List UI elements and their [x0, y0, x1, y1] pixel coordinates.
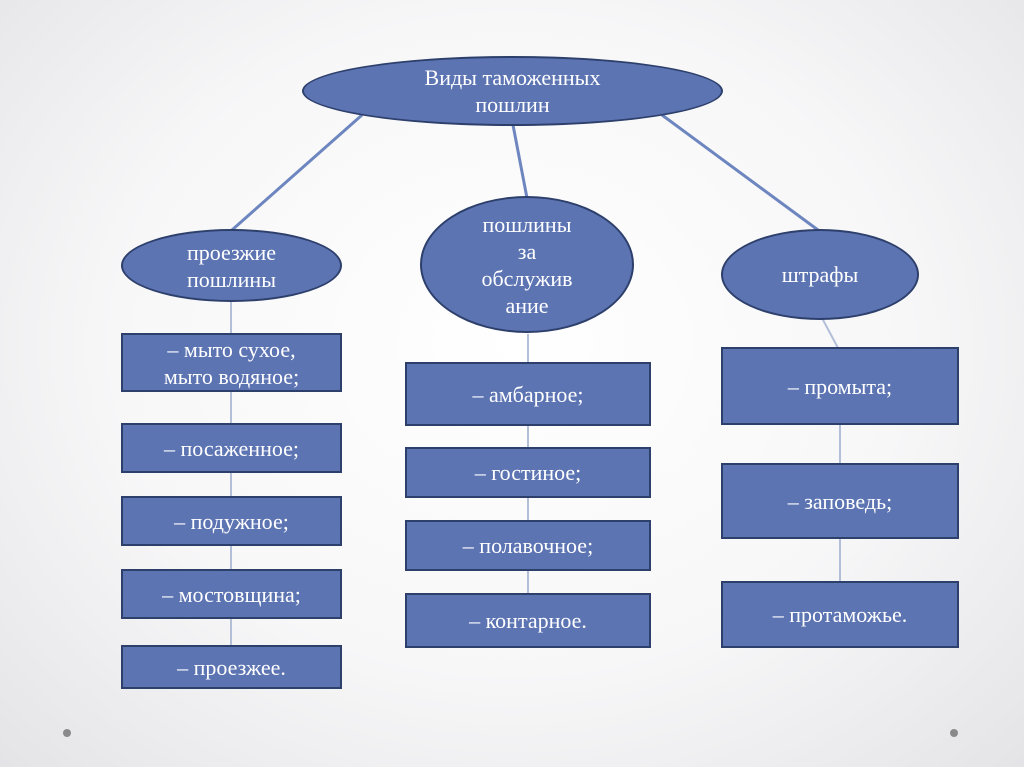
link-root-cat3	[661, 113, 819, 232]
item-text: – промыта;	[787, 373, 893, 399]
category-2-line: пошлины	[482, 211, 572, 237]
category-3-line: штрафы	[781, 262, 859, 287]
item-box: – промыта;	[721, 347, 959, 425]
item-text: – амбарное;	[472, 381, 584, 407]
category-2-line: ание	[505, 292, 549, 318]
item-box: – протаможье.	[721, 581, 959, 648]
item-text: мыто водяное;	[163, 363, 300, 389]
item-text: – гостиное;	[474, 460, 582, 485]
item-text: – заповедь;	[787, 488, 893, 514]
item-box: – заповедь;	[721, 463, 959, 539]
corner-dot-left	[63, 729, 71, 737]
link-root-cat2	[511, 124, 529, 199]
item-text: – посаженное;	[164, 435, 299, 461]
item-text: – контарное.	[469, 608, 587, 633]
item-box: – подужное;	[121, 496, 342, 546]
item-box: – полавочное;	[405, 520, 651, 571]
root-node: Виды таможенных пошлин	[302, 56, 723, 126]
category-2-line: обслужив	[481, 265, 573, 291]
item-box: – мостовщина;	[121, 569, 342, 619]
corner-dot-right	[950, 729, 958, 737]
item-box: – посаженное;	[121, 423, 342, 473]
root-title-line2: пошлин	[475, 92, 550, 117]
item-text: – проезжее.	[177, 654, 286, 680]
item-text: – подужное;	[174, 508, 289, 534]
link-cat3-top	[821, 317, 839, 349]
item-box: – мыто сухое, мыто водяное;	[121, 333, 342, 392]
link-root-cat1	[231, 113, 363, 232]
category-2-line: за	[517, 238, 537, 264]
item-text: – полавочное;	[462, 533, 594, 558]
category-node-3: штрафы	[721, 229, 919, 320]
item-box: – гостиное;	[405, 447, 651, 498]
category-1-line: проезжие	[186, 239, 277, 265]
item-text: – мостовщина;	[162, 581, 301, 607]
item-text: – протаможье.	[772, 602, 908, 627]
category-node-1: проезжие пошлины	[121, 229, 342, 302]
category-node-2: пошлины за обслужив ание	[420, 196, 634, 333]
item-box: – амбарное;	[405, 362, 651, 426]
item-box: – проезжее.	[121, 645, 342, 689]
item-box: – контарное.	[405, 593, 651, 648]
item-text: – мыто сухое,	[167, 336, 296, 362]
category-1-line: пошлины	[186, 266, 276, 292]
root-title-line1: Виды таможенных	[424, 65, 601, 90]
